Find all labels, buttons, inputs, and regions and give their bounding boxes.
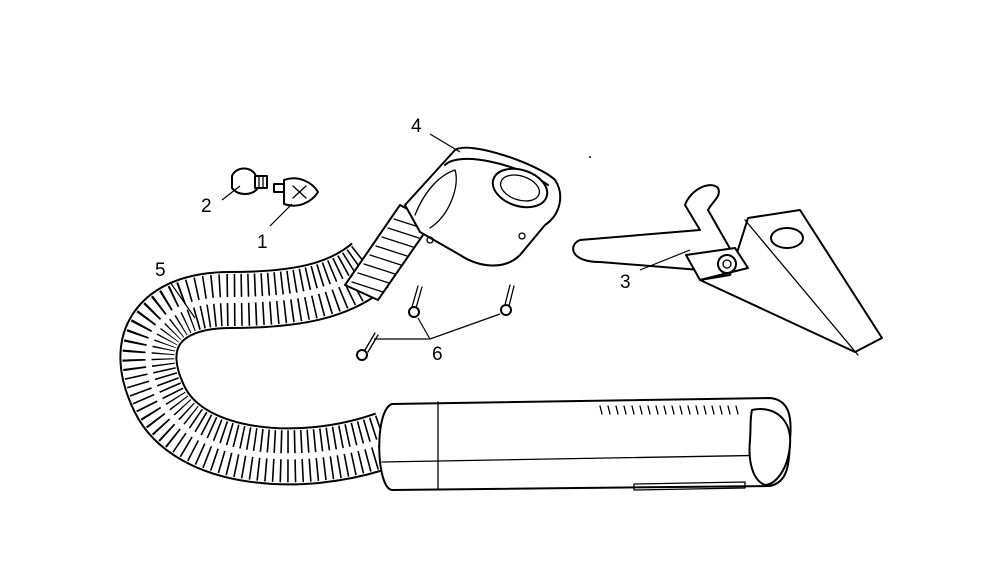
flexible-hose	[119, 242, 395, 486]
callout-labels: 4 2 1 3 5 6	[155, 116, 631, 365]
leader-lines	[169, 133, 691, 340]
callout-4: 4	[411, 116, 422, 137]
nozzle-tube	[378, 397, 792, 491]
callout-5: 5	[155, 260, 166, 281]
stray-dot	[589, 156, 591, 158]
callout-2: 2	[201, 196, 212, 217]
callout-1: 1	[257, 232, 268, 253]
screws	[356, 284, 515, 361]
callout-3: 3	[620, 272, 631, 293]
handle-housing	[344, 146, 562, 301]
neck-ribs	[351, 218, 426, 293]
bulb-socket	[231, 167, 268, 195]
screw-1	[356, 332, 379, 361]
tube-vents	[599, 405, 739, 415]
callout-6: 6	[432, 344, 443, 365]
screw-2	[408, 285, 423, 318]
bulb	[273, 177, 319, 207]
blade-bracket	[572, 184, 883, 356]
screw-3	[500, 284, 515, 316]
